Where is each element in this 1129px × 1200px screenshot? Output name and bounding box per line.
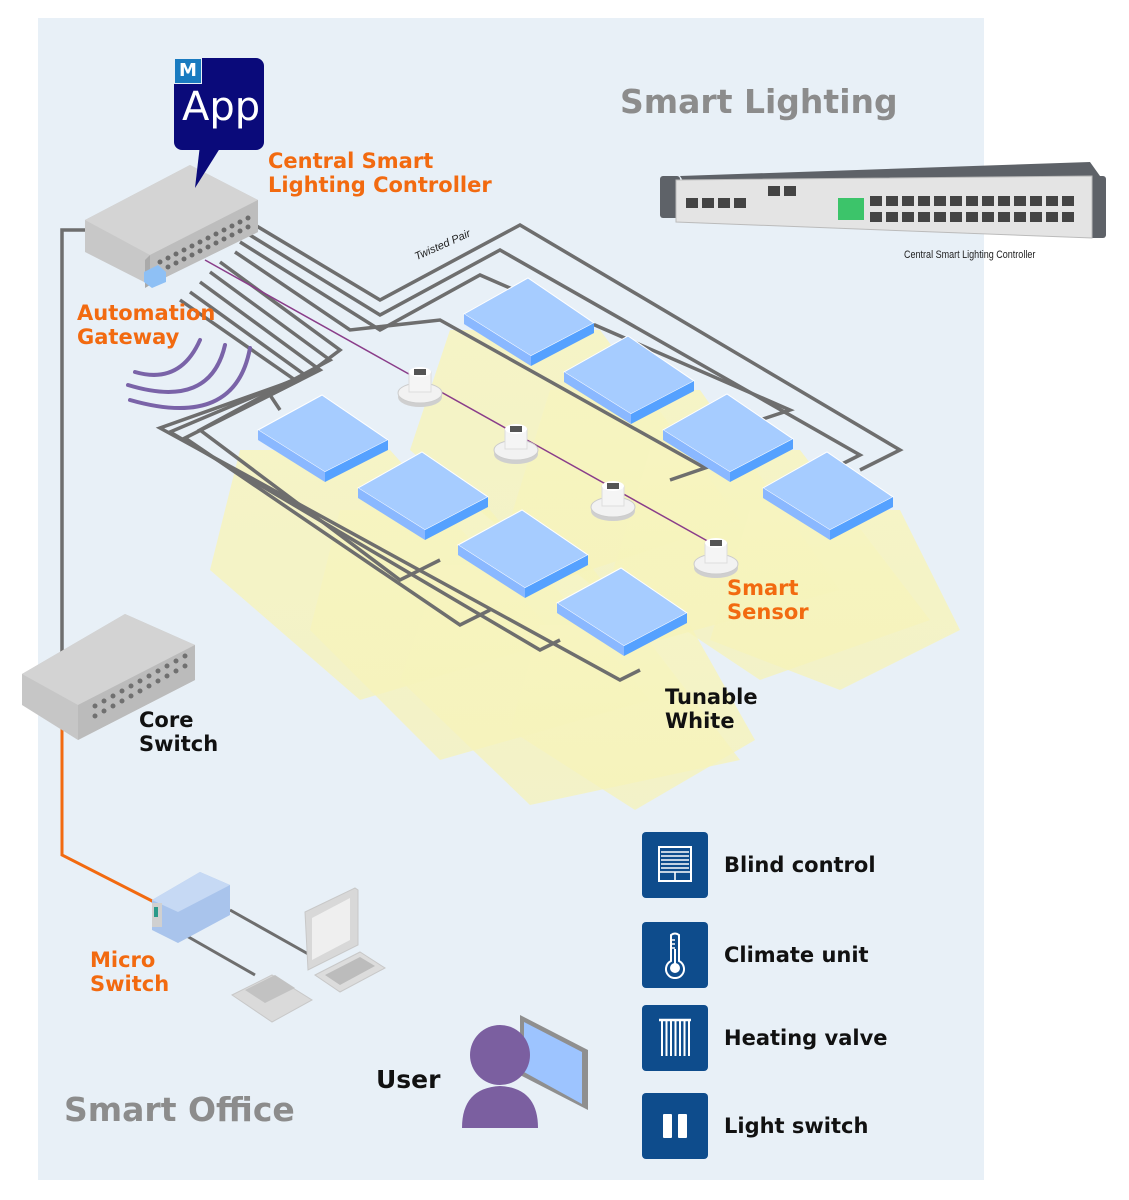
light-beams (210, 330, 960, 810)
light-panel (463, 277, 595, 366)
radiator-icon (642, 1005, 708, 1071)
light-panel (762, 451, 894, 540)
micro-switch-label: Micro Switch (90, 948, 170, 996)
mobile-app-badge[interactable]: M App (174, 58, 264, 150)
twisted-pair-cables (60, 220, 904, 682)
product-photo-caption: Central Smart Lighting Controller (904, 249, 1036, 261)
desk-phone (231, 974, 313, 1023)
user-label: User (376, 1065, 441, 1094)
legend-item-light-switch: Light switch (642, 1093, 868, 1159)
legend-item-climate-unit: Climate unit (642, 922, 869, 988)
light-panel (257, 394, 389, 482)
smart-sensors (397, 367, 739, 578)
blind-icon (642, 832, 708, 898)
light-switch-icon (642, 1093, 708, 1159)
light-panel (457, 509, 589, 598)
core-switch-label: Core Switch (139, 708, 219, 756)
app-label: App (182, 84, 261, 130)
app-bubble-tail (195, 145, 222, 188)
uplink-cable (60, 712, 161, 907)
light-panel (556, 567, 688, 656)
controller-product-photo (660, 162, 1106, 239)
legend-label: Light switch (724, 1114, 869, 1138)
smart-sensor (693, 538, 739, 578)
smart-lighting-title: Smart Lighting (620, 82, 898, 121)
light-panel (662, 393, 794, 482)
smart-office-title: Smart Office (64, 1090, 295, 1129)
light-panel (563, 335, 695, 424)
thermometer-icon (642, 922, 708, 988)
wireless-signal-icon (126, 338, 252, 410)
automation-gateway-device (144, 265, 166, 288)
desktop-computer (304, 887, 386, 993)
tunable-white-panels (257, 277, 894, 656)
legend-item-blind-control: Blind control (642, 832, 876, 898)
micro-switch-device (152, 872, 230, 943)
legend-label: Climate unit (724, 943, 869, 967)
central-controller-device (85, 165, 258, 288)
core-switch-device (22, 614, 195, 740)
tunable-white-label: Tunable White (665, 685, 758, 733)
legend-item-heating-valve: Heating valve (642, 1005, 888, 1071)
sensor-bus-cable (204, 259, 721, 549)
smart-sensor (590, 481, 636, 521)
central-controller-label: Central Smart Lighting Controller (268, 149, 492, 197)
smart-sensor-label: Smart Sensor (727, 576, 809, 624)
legend-label: Heating valve (724, 1026, 888, 1050)
smart-sensor (493, 424, 539, 464)
light-panel (357, 451, 489, 540)
app-logo-letter: M (174, 58, 202, 84)
office-cables (184, 908, 311, 977)
smart-sensor (397, 367, 443, 407)
legend-label: Blind control (724, 853, 876, 877)
user-with-screen (462, 1015, 588, 1128)
automation-gateway-label: Automation Gateway (77, 301, 216, 349)
